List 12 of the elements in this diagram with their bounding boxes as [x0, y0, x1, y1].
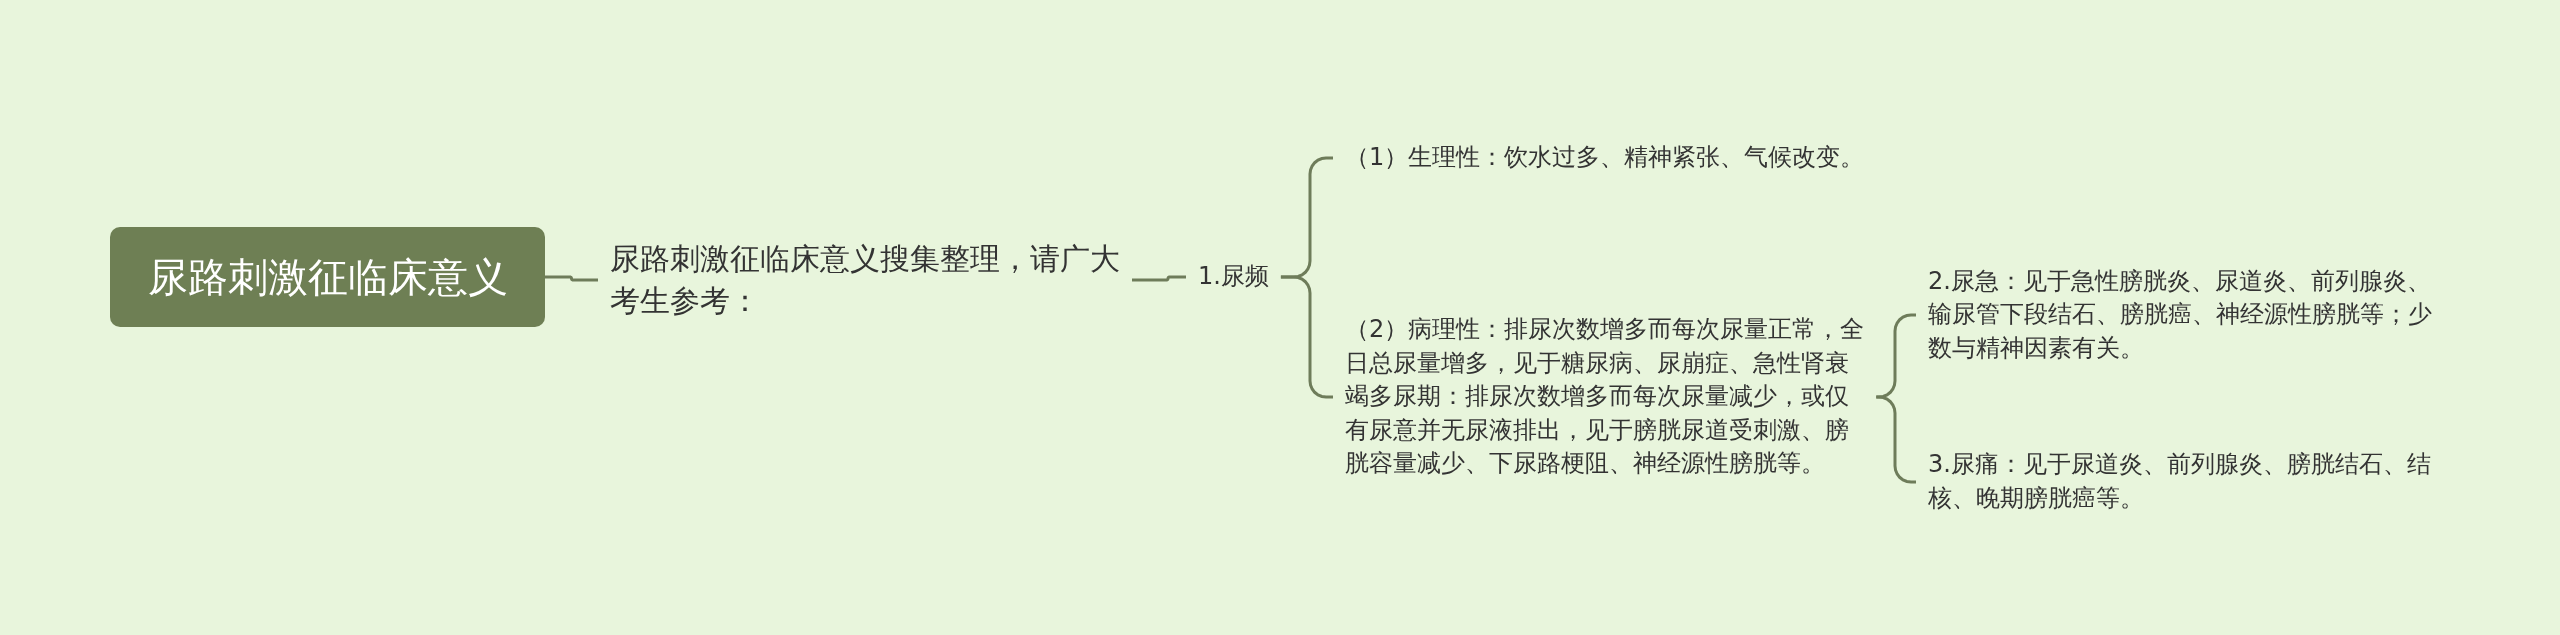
topic-text: （1）生理性：饮水过多、精神紧张、气候改变。	[1345, 142, 1865, 174]
connector-line	[1280, 275, 1333, 399]
connector-line	[1876, 313, 1916, 399]
connector-line	[1132, 275, 1186, 282]
connector-line	[1876, 395, 1916, 484]
topic-text: 1.尿频	[1198, 261, 1270, 293]
topic-text: 3.尿痛：见于尿道炎、前列腺炎、膀胱结石、结核、晚期膀胱癌等。	[1928, 449, 2432, 514]
topic-text: 2.尿急：见于急性膀胱炎、尿道炎、前列腺炎、输尿管下段结石、膀胱癌、神经源性膀胱等；少数与精神因素有关。	[1928, 265, 2433, 364]
root-topic-box: 尿路刺激征临床意义	[110, 227, 545, 327]
topic-text: 尿路刺激征临床意义搜集整理，请广大考生参考：	[610, 240, 1121, 320]
connector-line	[545, 275, 598, 282]
topic-text: （2）病理性：排尿次数增多而每次尿量正常，全日总尿量增多，见于糖尿病、尿崩症、急性肾衰竭多尿期：排尿次数增多而每次尿量减少，或仅有尿意并无尿液排出，见于膀胱尿道受刺激、膀胱容量减少、下尿路梗阻、神经源性膀胱等。	[1345, 314, 1865, 480]
